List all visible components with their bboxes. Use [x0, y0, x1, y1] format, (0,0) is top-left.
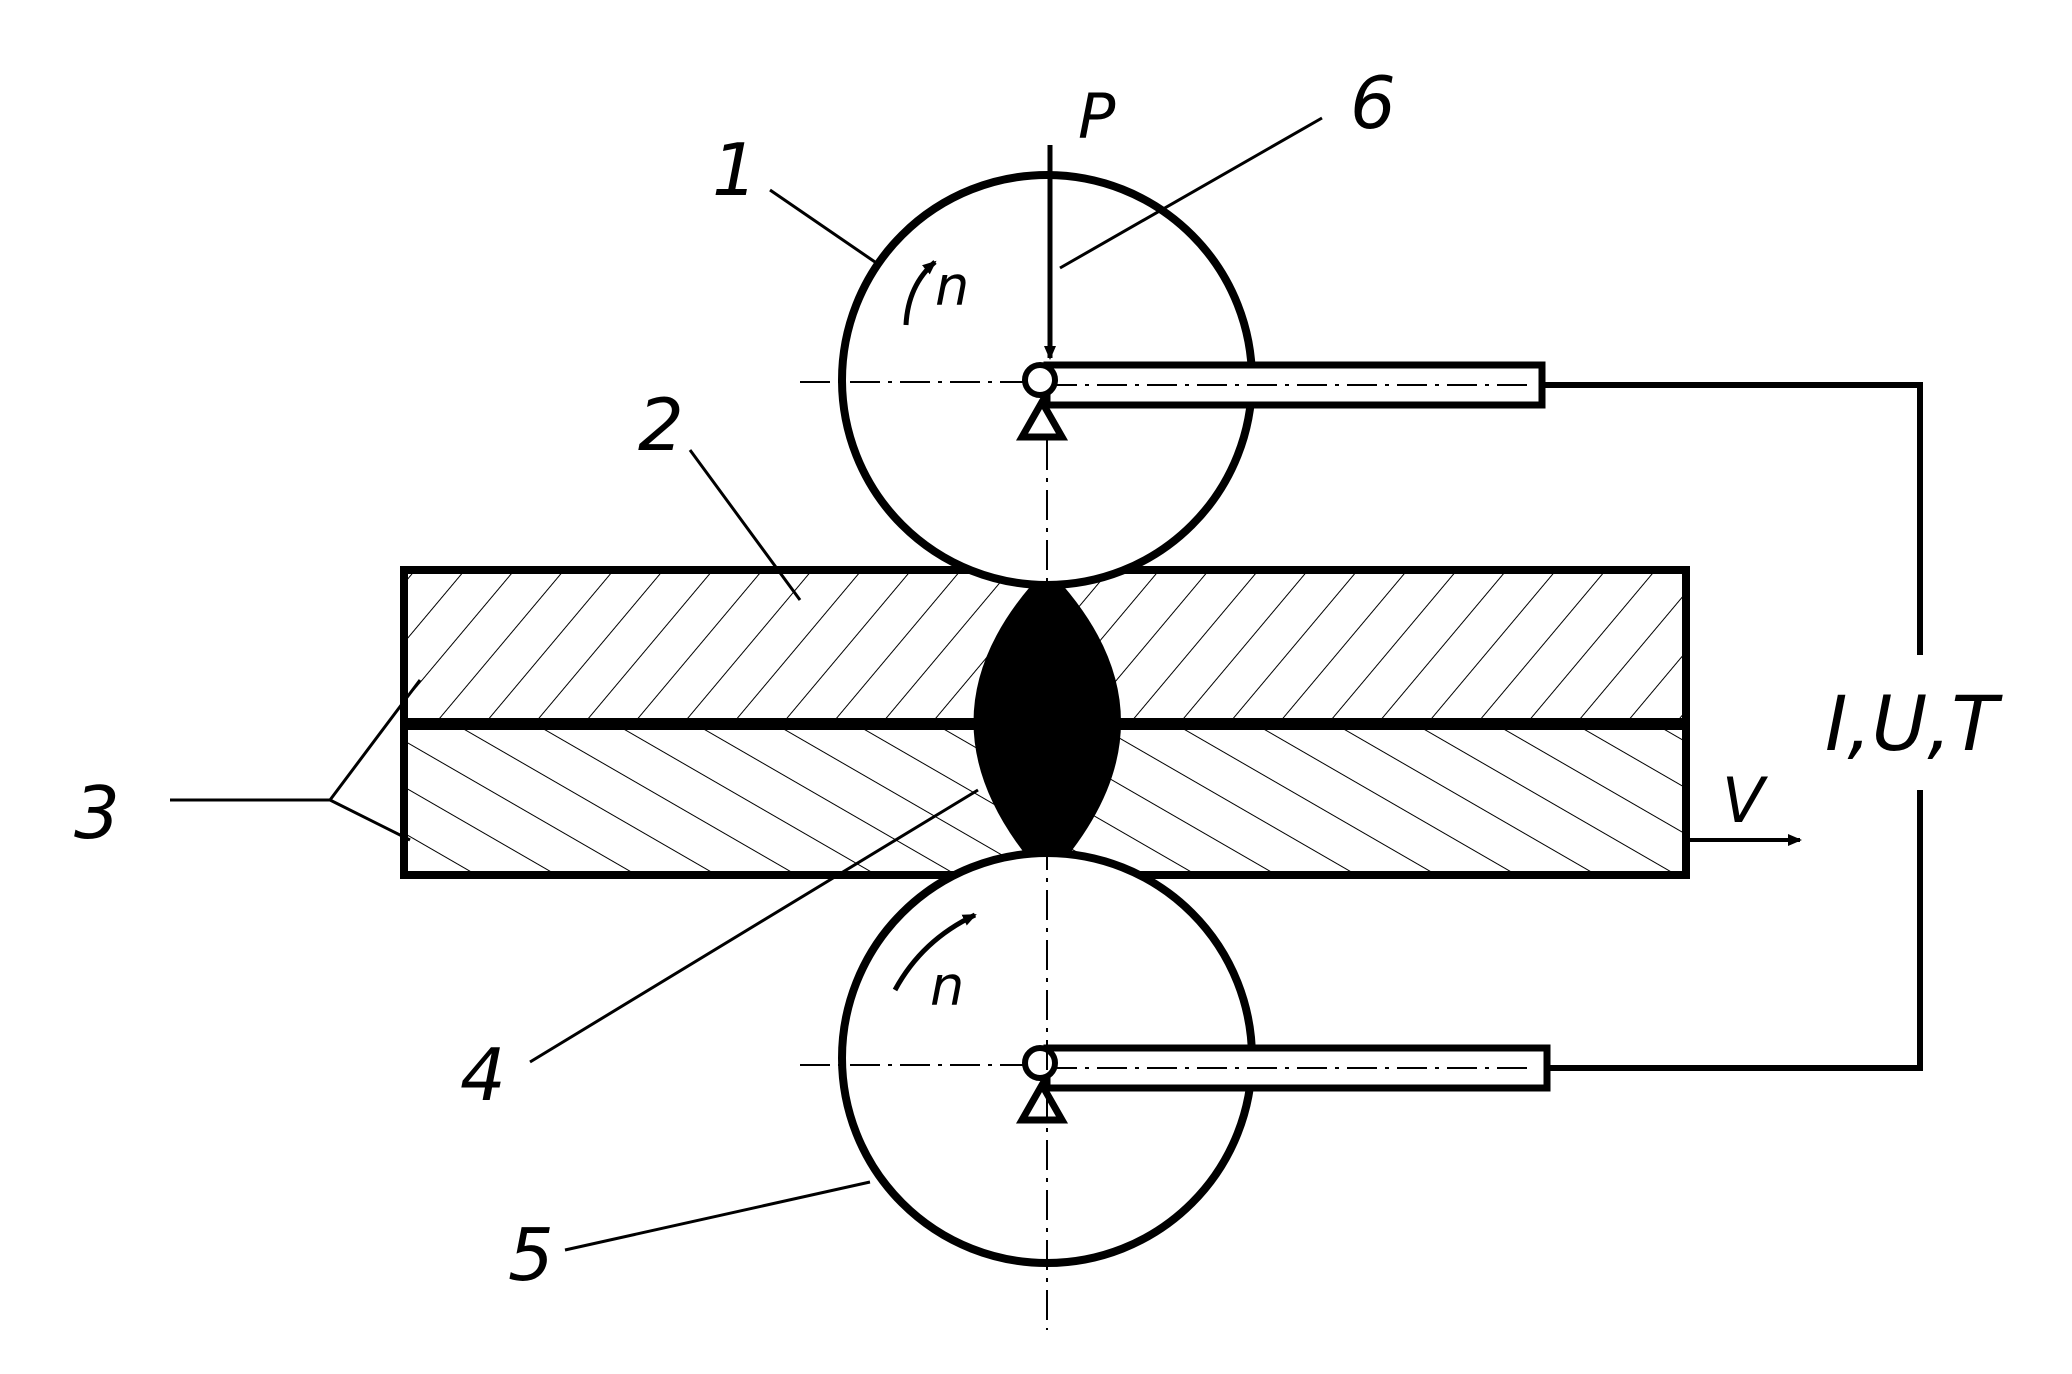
upper-pivot	[1022, 362, 1058, 398]
label-sheets-3: 3	[74, 771, 120, 855]
rotation-arc-bottom	[892, 912, 977, 992]
circuit-wire	[1542, 382, 1923, 655]
lower-pivot	[1022, 1045, 1058, 1081]
leader-5	[564, 1180, 871, 1252]
label-rotation-top: n	[935, 255, 969, 318]
label-force-P: P	[1078, 80, 1116, 153]
label-rotation-bottom: n	[930, 955, 964, 1018]
weld-nugget	[973, 568, 1121, 880]
leader-6	[1059, 116, 1323, 270]
label-velocity: V	[1722, 764, 1769, 837]
upper-roller	[800, 171, 1546, 589]
rotation-arc-top	[903, 260, 937, 326]
circuit-wire-lower	[1547, 790, 1923, 1071]
upper-support-triangle	[1015, 394, 1069, 441]
leader-3	[170, 679, 422, 802]
label-weld-4: 4	[460, 1033, 506, 1117]
lower-support-triangle	[1015, 1077, 1069, 1124]
leader-3b	[329, 798, 411, 842]
label-circuit: I,U,T	[1825, 679, 2003, 768]
label-lower-roller-5: 5	[508, 1213, 554, 1297]
lower-roller	[800, 849, 1551, 1267]
label-sheet-2: 2	[638, 383, 684, 467]
leader-1	[769, 188, 876, 264]
label-force-6: 6	[1350, 61, 1396, 145]
label-upper-roller: 1	[712, 128, 758, 212]
leader-4	[529, 788, 979, 1064]
leader-2	[688, 449, 802, 601]
